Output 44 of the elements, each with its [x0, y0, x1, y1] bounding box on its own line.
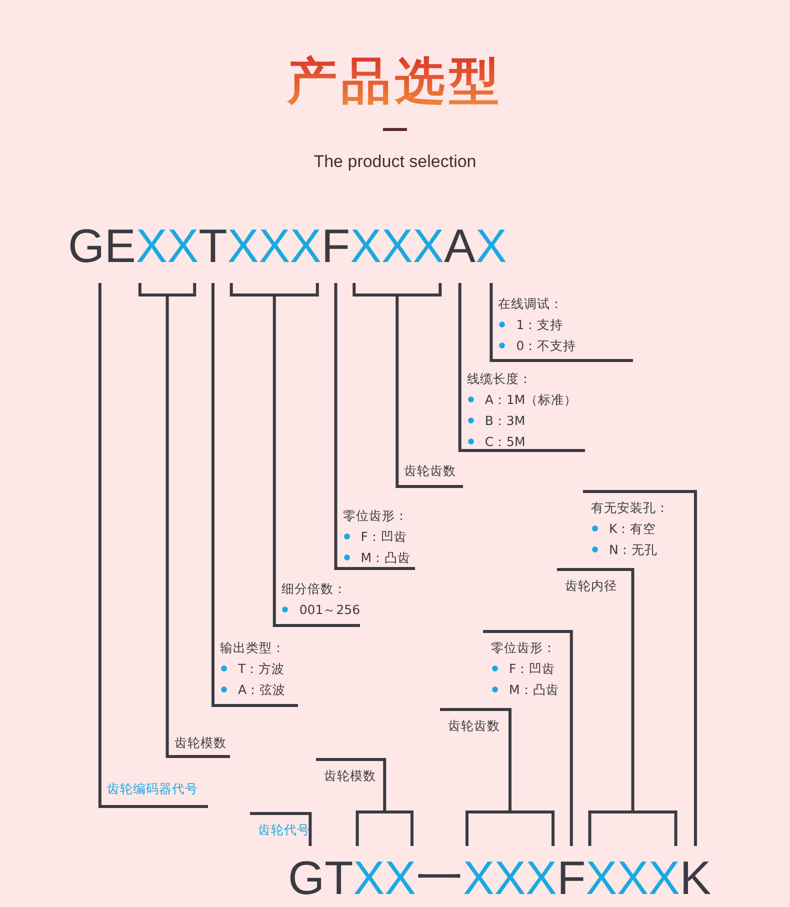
option-heading: 零位齿形：: [342, 507, 408, 525]
code-letters: 一: [416, 854, 463, 901]
option-heading: 线缆长度：: [466, 370, 532, 388]
subtitle: The product selection: [314, 152, 476, 171]
code-letters: XXX: [462, 854, 558, 901]
leader-line: [583, 490, 697, 846]
option-heading: 零位齿形：: [491, 639, 556, 657]
leader-line: [250, 812, 312, 846]
leader-line: [98, 282, 210, 808]
code-letters: F: [321, 222, 350, 284]
leader-line: [230, 282, 362, 627]
option-heading: 在线调试：: [498, 295, 564, 313]
leader-line: [138, 282, 232, 758]
option-heading: 齿轮内径: [565, 577, 617, 595]
code-letters: XXX: [586, 854, 680, 901]
code-letters: XX: [353, 854, 416, 901]
code-letters: T: [198, 222, 228, 284]
leader-line: [458, 282, 586, 452]
option-heading: 齿轮齿数: [404, 462, 456, 480]
code-letters: XX: [136, 222, 199, 284]
leader-line: [314, 758, 414, 848]
code-letters: GT: [288, 854, 354, 901]
leader-line: [334, 282, 416, 570]
option-heading: 齿轮齿数: [448, 717, 500, 735]
leader-line: [483, 630, 573, 846]
option-heading: 齿轮编码器代号: [106, 780, 198, 798]
code-letters: A: [444, 222, 476, 284]
code-letters: X: [476, 222, 507, 284]
leader-line: [352, 282, 464, 488]
option-heading: 输出类型：: [220, 639, 285, 657]
code-letters: XXX: [350, 222, 444, 284]
leader-line: [556, 568, 678, 848]
leader-line: [490, 282, 634, 362]
leader-line: [438, 708, 555, 848]
code-letters: XXX: [227, 222, 322, 284]
code-letters: K: [680, 854, 712, 901]
code-letters: F: [557, 854, 586, 901]
leader-line: [211, 282, 300, 707]
option-heading: 齿轮模数: [174, 734, 226, 752]
option-heading: 齿轮代号: [258, 821, 310, 839]
code-letters: GE: [68, 222, 136, 284]
option-heading: 有无安装孔：: [591, 499, 669, 517]
option-heading: 细分倍数：: [281, 580, 346, 598]
option-heading: 齿轮模数: [324, 767, 376, 785]
